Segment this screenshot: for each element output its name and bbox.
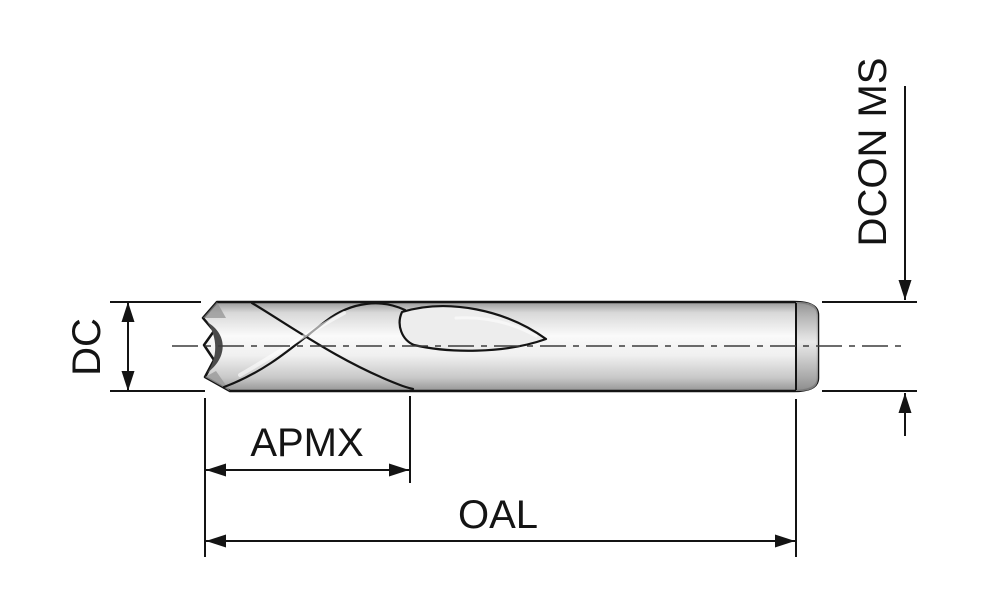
oal-label: OAL xyxy=(458,493,538,537)
oal-arrow-right xyxy=(775,534,795,548)
dcon-label: DCON MS xyxy=(851,58,895,247)
leaf-highlight xyxy=(454,316,538,338)
apmx-arrow-right xyxy=(389,463,409,477)
dcon-arrow-up xyxy=(898,393,912,413)
apmx-label: APMX xyxy=(250,421,363,465)
oal-arrow-left xyxy=(206,534,226,548)
flute-runout-leaf xyxy=(398,305,548,352)
apmx-arrow-left xyxy=(206,463,226,477)
dc-arrow-up xyxy=(121,302,135,322)
flute-edge-secondary xyxy=(250,301,415,391)
dc-dimension: DC xyxy=(65,301,205,392)
apmx-dimension: APMX xyxy=(204,396,411,557)
dc-label: DC xyxy=(65,318,109,376)
dc-arrow-down xyxy=(121,371,135,391)
dcon-arrow-down xyxy=(898,280,912,300)
flute-highlight xyxy=(238,311,346,377)
dcon-dimension: DCON MS xyxy=(822,58,917,436)
tip-upper-tooth-face xyxy=(203,302,226,318)
tip-gash xyxy=(207,322,223,373)
oal-dimension: OAL xyxy=(206,399,797,557)
